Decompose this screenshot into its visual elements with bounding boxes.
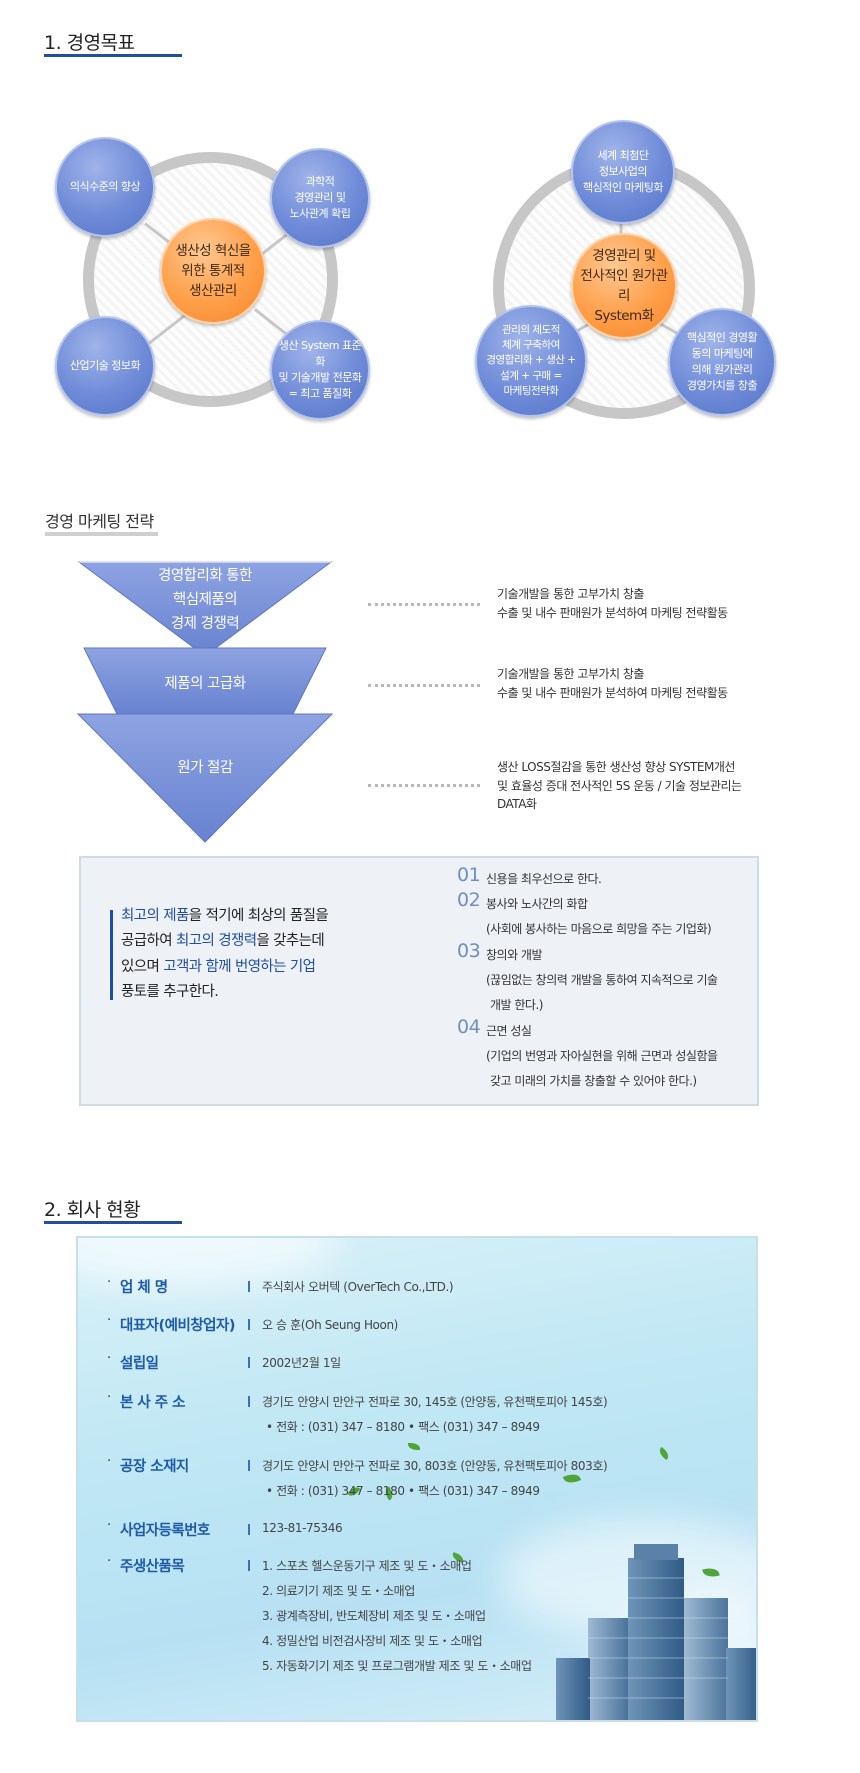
diagram-left-top-left: 의식수준의 향상 — [55, 137, 155, 237]
separator — [248, 1460, 250, 1471]
section1-title-underline — [44, 54, 182, 57]
company-label: 설립일 — [120, 1356, 159, 1372]
product-item: 1. 스포츠 헬스운동기구 제조 및 도・소매업 — [262, 1559, 472, 1573]
company-value: 2002년2월 1일 — [262, 1356, 341, 1370]
product-item: 2. 의료기기 제조 및 도・소매업 — [262, 1584, 415, 1598]
philosophy-item-3-title: 창의와 개발 — [486, 948, 543, 962]
marketing-title: 경영 마케팅 전략 — [45, 512, 154, 531]
separator — [248, 1396, 250, 1407]
philosophy-item-1-num: 01 — [457, 864, 481, 886]
philosophy-box — [79, 856, 759, 1106]
dotted-connector — [368, 603, 480, 606]
philosophy-item-2-sub: (사회에 봉사하는 마음으로 희망을 주는 기업화) — [486, 922, 712, 936]
dotted-connector — [368, 784, 480, 787]
company-label: 본 사 주 소 — [120, 1395, 186, 1411]
section2-title-underline — [44, 1221, 182, 1224]
philosophy-item-1-title: 신용을 최우선으로 한다. — [486, 872, 602, 886]
company-value-contact: • 전화 : (031) 347 – 8180 • 팩스 (031) 347 –… — [266, 1484, 540, 1498]
philosophy-item-4-title: 근면 성실 — [486, 1024, 532, 1038]
philosophy-item-4-num: 04 — [457, 1016, 481, 1038]
separator — [248, 1560, 250, 1571]
funnel-graphic — [76, 561, 334, 843]
company-value: 123-81-75346 — [262, 1521, 343, 1535]
philosophy-item-3-sub: 개발 한다.) — [490, 998, 543, 1012]
separator — [248, 1357, 250, 1368]
separator — [248, 1281, 250, 1292]
leaf-decoration — [408, 1443, 420, 1450]
separator — [248, 1524, 250, 1535]
company-value: 경기도 안양시 만안구 전파로 30, 145호 (안양동, 유천팩토피아 14… — [262, 1395, 608, 1409]
philosophy-item-3-sub: (끊임없는 창의력 개발을 통하여 지속적으로 기술 — [486, 973, 718, 987]
company-info-box — [76, 1236, 758, 1722]
building-illustration — [556, 1544, 756, 1720]
company-label: 공장 소재지 — [120, 1459, 189, 1475]
funnel-tier-2-label: 제품의 고급화 — [164, 676, 246, 692]
funnel-tier-3-label: 원가 절감 — [177, 760, 233, 776]
company-label: 사업자등록번호 — [120, 1523, 210, 1539]
product-item: 5. 자동화기기 제조 및 프로그램개발 제조 및 도・소매업 — [262, 1659, 532, 1673]
philosophy-item-3-num: 03 — [457, 940, 481, 962]
philosophy-accent-bar — [110, 910, 113, 1000]
company-label: 주생산품목 — [120, 1559, 185, 1575]
philosophy-item-4-sub: 갖고 미래의 가치를 창출할 수 있어야 한다.) — [490, 1074, 697, 1088]
philosophy-item-2-num: 02 — [457, 889, 481, 911]
section2-title: 2. 회사 현황 — [44, 1199, 141, 1221]
philosophy-item-2-title: 봉사와 노사간의 화합 — [486, 897, 588, 911]
company-label: 업 체 명 — [120, 1280, 168, 1296]
philosophy-statement: 최고의 제품을 적기에 최상의 품질을 공급하여 최고의 경쟁력을 갖추는데 있… — [121, 908, 329, 1001]
company-value: 경기도 안양시 만안구 전파로 30, 803호 (안양동, 유천팩토피아 80… — [262, 1459, 608, 1473]
leaf-decoration — [657, 1446, 671, 1461]
product-item: 3. 광계측장비, 반도체장비 제조 및 도・소매업 — [262, 1609, 486, 1623]
company-value: 주식회사 오버텍 (OverTech Co.,LTD.) — [262, 1280, 454, 1294]
company-value-contact: • 전화 : (031) 347 – 8180 • 팩스 (031) 347 –… — [266, 1420, 540, 1434]
section1-title: 1. 경영목표 — [44, 32, 135, 54]
separator — [248, 1319, 250, 1330]
marketing-title-underline — [45, 532, 158, 536]
company-value: 오 승 훈(Oh Seung Hoon) — [262, 1318, 398, 1332]
product-item: 4. 정밀산업 비전검사장비 제조 및 도・소매업 — [262, 1634, 483, 1648]
dotted-connector — [368, 684, 480, 687]
company-label: 대표자(예비창업자) — [120, 1318, 235, 1334]
diagram-left-bottom-left: 산업기술 정보화 — [55, 316, 155, 416]
philosophy-item-4-sub: (기업의 번영과 자아실현을 위해 근면과 성실함을 — [486, 1049, 718, 1063]
